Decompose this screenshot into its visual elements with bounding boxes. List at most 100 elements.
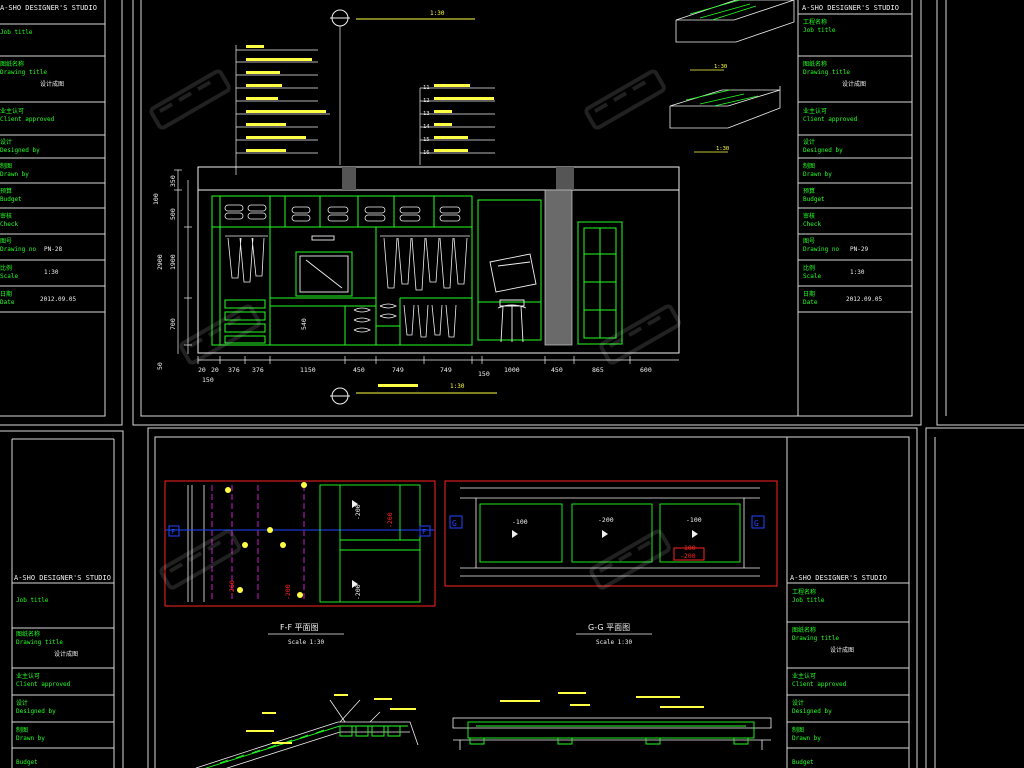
label-approved-cn-rb: 业主认可	[792, 672, 816, 680]
label-drawn-cn-rb: 制图	[792, 726, 804, 734]
label-designed-cn-rb: 设计	[792, 699, 804, 707]
label-approved-cn-lb: 业主认可	[16, 672, 40, 680]
dim-500: 500	[169, 208, 177, 220]
callout-number-11: 11	[423, 85, 430, 91]
plan-ff: -260 -200 -260 -200 -200 F F F-F 平面图 Sca…	[164, 480, 436, 646]
scale-value: 1:30	[44, 269, 59, 276]
plan-gg-scale: Scale 1:30	[596, 639, 633, 646]
label-approved-cn: 业主认可	[0, 107, 24, 115]
label-check-cn-right: 审核	[803, 212, 815, 220]
label-check-en-right: Check	[803, 221, 821, 228]
title-block-left-top	[0, 23, 105, 313]
label-drawing-title-en: Drawing title	[0, 69, 47, 76]
title-block-right-top	[798, 13, 912, 313]
label-budget-cn: 预算	[0, 187, 12, 195]
label-designed-en-rb: Designed by	[792, 708, 832, 715]
elevation-outline	[197, 166, 680, 354]
ff-marker-right: F	[422, 528, 426, 536]
dim-700: 700	[169, 318, 177, 330]
label-drawing-title-en-right: Drawing title	[803, 69, 850, 76]
frame-bottom-left-sheet	[0, 430, 124, 768]
elevation-top-scale: 1:30	[430, 10, 445, 17]
frame-bottom-center-sheet	[147, 427, 918, 768]
label-drawing-title-en-rb: Drawing title	[792, 635, 839, 642]
callout-leaders	[235, 45, 495, 175]
detail-scale-1: 1:30	[714, 64, 727, 70]
bottom-dimension-line	[197, 356, 679, 364]
gg-marker-left: G	[452, 519, 457, 528]
label-job-title-en-right: Job title	[803, 27, 836, 34]
section-symbol-bottom	[330, 387, 497, 405]
label-drawing-title-cn-rb: 图纸名称	[792, 626, 816, 634]
label-scale-en: Scale	[0, 273, 18, 280]
label-approved-en-lb: Client approved	[16, 681, 71, 688]
gg-dim-2: -200	[598, 516, 614, 524]
label-designed-en-right: Designed by	[803, 147, 843, 154]
label-scale-cn: 比例	[0, 264, 12, 272]
date-value-right: 2012.09.05	[846, 296, 883, 303]
gg-dim-4: -100	[680, 544, 696, 552]
label-check-cn: 审核	[0, 212, 12, 220]
label-drawn-cn: 制图	[0, 162, 12, 170]
label-budget-en-right: Budget	[803, 196, 825, 203]
label-budget-en-rb: Budget	[792, 759, 814, 766]
label-date-en-right: Date	[803, 299, 818, 306]
label-designed-cn: 设计	[0, 138, 12, 146]
dim-749-a: 749	[392, 366, 404, 374]
dim-865: 865	[592, 366, 604, 374]
dim-20-b: 20	[211, 366, 219, 374]
label-drawn-en-lb: Drawn by	[16, 735, 45, 742]
label-check-en: Check	[0, 221, 18, 228]
ff-dim-4: -200	[354, 504, 362, 520]
label-designed-en-lb: Designed by	[16, 708, 56, 715]
dim-1150: 1150	[300, 366, 316, 374]
label-budget-en-lb: Budget	[16, 759, 38, 766]
label-drawing-no-en: Drawing no	[0, 246, 37, 253]
dim-50: 50	[156, 362, 164, 370]
dim-450-a: 450	[353, 366, 365, 374]
label-approved-cn-right: 业主认可	[803, 107, 827, 115]
ff-dim-3: -260	[386, 512, 394, 528]
wardrobe-linework	[211, 195, 623, 346]
label-drawn-en-right: Drawn by	[803, 171, 832, 178]
frame-top-right-sheet	[936, 0, 1024, 426]
drawing-title-value: 设计成图	[40, 80, 64, 88]
studio-name-lb: A-SHO DESIGNER'S STUDIO	[14, 574, 111, 582]
label-drawing-title-cn-lb: 图纸名称	[16, 630, 40, 638]
drawing-title-value-right: 设计成图	[842, 80, 866, 88]
studio-name-rb: A-SHO DESIGNER'S STUDIO	[790, 574, 887, 582]
label-date-cn-right: 日期	[803, 290, 815, 298]
label-approved-en-rb: Client approved	[792, 681, 847, 688]
dim-600: 600	[640, 366, 652, 374]
gg-dim-5: -200	[680, 552, 696, 560]
section-details-bottom	[195, 692, 772, 768]
drawing-no-value: PN-28	[44, 246, 62, 253]
label-designed-cn-right: 设计	[803, 138, 815, 146]
label-job-title-cn-rb: 工程名称	[792, 588, 816, 596]
label-drawn-cn-right: 制图	[803, 162, 815, 170]
label-drawn-cn-lb: 制图	[16, 726, 28, 734]
label-scale-en-right: Scale	[803, 273, 821, 280]
label-designed-en: Designed by	[0, 147, 40, 154]
label-drawing-title-cn: 图纸名称	[0, 60, 24, 68]
label-drawing-no-cn: 图号	[0, 238, 12, 245]
plan-gg-title: G-G 平面图	[588, 623, 630, 632]
section-symbol-top	[330, 9, 475, 165]
frame-top-center-sheet	[132, 0, 922, 426]
folded-clothes	[224, 204, 461, 222]
hatched-columns	[342, 167, 574, 346]
label-drawing-no-cn-right: 图号	[803, 238, 815, 245]
callout-notes-right	[434, 84, 494, 152]
dim-1900: 1900	[169, 254, 177, 270]
label-designed-cn-lb: 设计	[16, 699, 28, 707]
dim-1000: 1000	[504, 366, 520, 374]
label-job-title-en-lb: Job title	[16, 597, 49, 604]
label-date-cn: 日期	[0, 290, 12, 298]
elevation-bottom-scale: 1:30	[450, 383, 465, 390]
callout-number-12: 12	[423, 98, 430, 104]
drawing-title-value-rb: 设计成图	[830, 646, 854, 654]
elevation-drawing: 1:30	[152, 9, 680, 405]
title-block-right-bottom	[787, 582, 909, 749]
dim-100-top: 100	[152, 193, 160, 205]
